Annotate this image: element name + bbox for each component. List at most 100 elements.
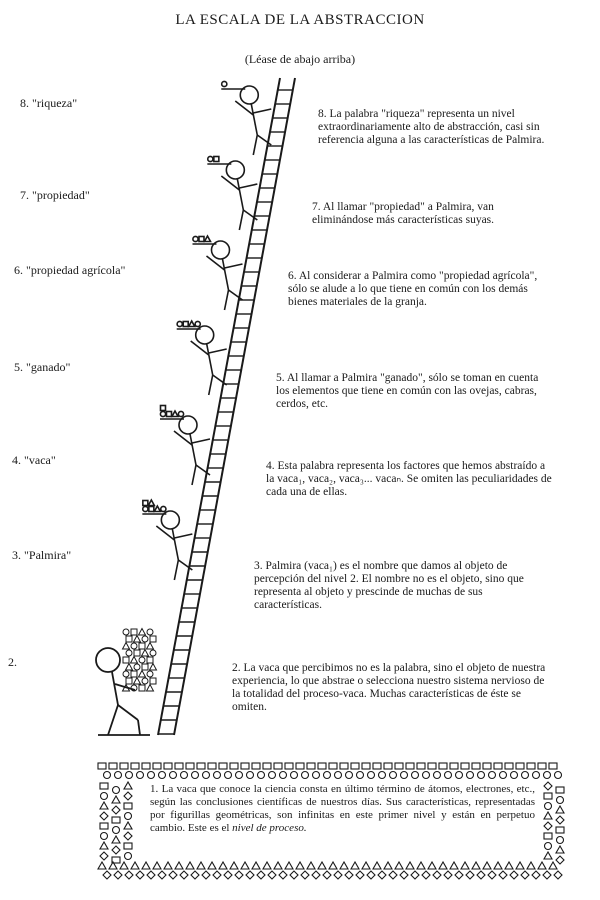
process-shape bbox=[111, 856, 121, 864]
process-shape bbox=[201, 770, 211, 780]
shape bbox=[149, 649, 157, 657]
shape bbox=[130, 670, 138, 678]
process-shape bbox=[543, 841, 553, 851]
figure-leg bbox=[228, 289, 243, 301]
figure-leg bbox=[242, 209, 258, 221]
figure-arm bbox=[220, 175, 240, 191]
process-shape bbox=[504, 860, 514, 870]
process-shape bbox=[377, 770, 387, 780]
figure-leg bbox=[252, 134, 259, 156]
process-shape bbox=[234, 870, 244, 880]
process-shape bbox=[113, 770, 123, 780]
process-shape bbox=[361, 762, 371, 770]
process-shape bbox=[102, 770, 112, 780]
process-shape bbox=[111, 794, 121, 804]
figure-body bbox=[171, 528, 180, 561]
process-shape bbox=[322, 770, 332, 780]
process-shape bbox=[476, 870, 486, 880]
process-shape bbox=[504, 762, 514, 770]
process-shape bbox=[111, 834, 121, 844]
figure-head bbox=[210, 240, 231, 260]
process-shape bbox=[97, 762, 107, 770]
process-shape bbox=[555, 826, 565, 834]
process-shape bbox=[229, 762, 239, 770]
process-shape bbox=[111, 785, 121, 795]
level-4-label: 4. "vaca" bbox=[12, 453, 56, 467]
shape bbox=[122, 670, 130, 678]
process-shape bbox=[328, 860, 338, 870]
process-shape bbox=[99, 811, 109, 821]
shape bbox=[138, 642, 146, 650]
process-shape bbox=[471, 860, 481, 870]
level-2-label: 2. bbox=[8, 655, 17, 669]
process-shape bbox=[295, 762, 305, 770]
process-shape bbox=[355, 770, 365, 780]
shape bbox=[148, 505, 155, 513]
shape bbox=[149, 677, 157, 685]
process-shape bbox=[543, 850, 553, 860]
process-shape bbox=[168, 770, 178, 780]
shape bbox=[198, 235, 205, 243]
shape bbox=[146, 670, 154, 678]
figure-head bbox=[178, 415, 198, 435]
process-shape bbox=[196, 860, 206, 870]
process-shape bbox=[339, 762, 349, 770]
level-1-emphasis: nivel de proceso. bbox=[232, 822, 307, 834]
process-shape bbox=[157, 770, 167, 780]
process-shape bbox=[256, 870, 266, 880]
process-shape bbox=[449, 762, 459, 770]
process-shape bbox=[179, 770, 189, 780]
process-shape bbox=[482, 762, 492, 770]
shape bbox=[122, 628, 130, 636]
process-shape bbox=[135, 770, 145, 780]
process-shape bbox=[555, 786, 565, 794]
process-shape bbox=[218, 860, 228, 870]
process-shape bbox=[394, 762, 404, 770]
process-shape bbox=[432, 870, 442, 880]
figure-leg bbox=[173, 559, 180, 581]
process-shape bbox=[366, 870, 376, 880]
process-shape bbox=[520, 770, 530, 780]
level-8-label: 8. "riqueza" bbox=[20, 96, 78, 110]
figure-leg bbox=[177, 559, 193, 571]
process-shape bbox=[123, 802, 133, 810]
shape bbox=[159, 404, 167, 412]
shape bbox=[148, 662, 158, 671]
process-shape bbox=[515, 762, 525, 770]
process-shape bbox=[124, 870, 134, 880]
process-shape bbox=[262, 860, 272, 870]
figure-arm bbox=[173, 430, 193, 446]
process-shape bbox=[207, 860, 217, 870]
shape bbox=[176, 320, 184, 328]
shape bbox=[141, 635, 149, 643]
process-shape bbox=[410, 770, 420, 780]
process-shape bbox=[333, 870, 343, 880]
shape bbox=[206, 155, 214, 163]
shape bbox=[141, 505, 149, 513]
process-shape bbox=[190, 870, 200, 880]
process-shape bbox=[99, 840, 109, 850]
process-shape bbox=[339, 860, 349, 870]
figure-leg bbox=[212, 374, 228, 386]
process-shape bbox=[163, 762, 173, 770]
process-shape bbox=[476, 770, 486, 780]
process-shape bbox=[543, 792, 553, 800]
level-6-description: 6. Al considerar a Palmira como "propied… bbox=[288, 270, 538, 308]
climbing-figure bbox=[176, 319, 228, 396]
process-shape bbox=[113, 870, 123, 880]
process-shape bbox=[190, 770, 200, 780]
ground-figure bbox=[95, 647, 150, 736]
process-shape bbox=[460, 860, 470, 870]
figure-leg bbox=[256, 134, 272, 146]
process-shape bbox=[421, 770, 431, 780]
process-shape bbox=[361, 860, 371, 870]
process-shape bbox=[284, 762, 294, 770]
figure-arm bbox=[239, 183, 258, 189]
process-shape bbox=[141, 762, 151, 770]
climbing-figure bbox=[159, 404, 211, 486]
shape bbox=[159, 410, 167, 418]
process-shape bbox=[212, 870, 222, 880]
level-7-label: 7. "propiedad" bbox=[20, 188, 90, 202]
figure-body bbox=[205, 343, 214, 376]
process-shape bbox=[555, 815, 565, 825]
